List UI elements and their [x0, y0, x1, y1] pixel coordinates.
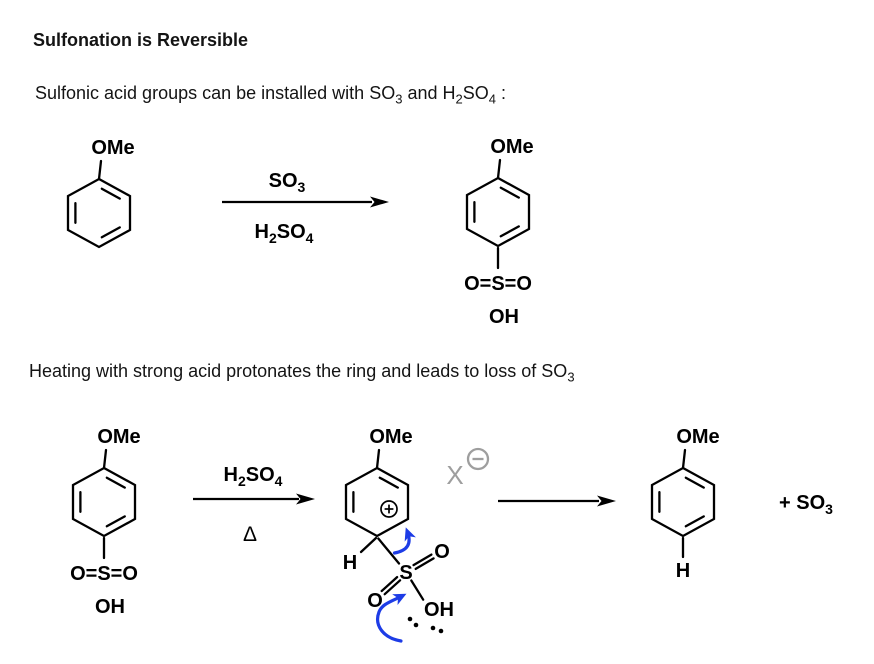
s-o-double-bond: [380, 575, 399, 593]
osso-label: O=S=O: [70, 563, 138, 585]
benzene-ring: [71, 466, 137, 538]
ome-bond: [496, 158, 502, 180]
so3-reagent-label: SO3: [269, 170, 306, 195]
black-linework: [66, 158, 716, 634]
heating-sentence: Heating with strong acid protonates the …: [29, 361, 575, 385]
ome-bond: [102, 448, 108, 470]
x-counterion-label: X: [446, 460, 463, 490]
molecule-anisole-reactant: [66, 159, 132, 249]
s-o-double-bond: [414, 557, 435, 571]
lone-pair-dot: [413, 622, 419, 628]
molecule-anisole-product: [650, 448, 716, 559]
double-bond-inner: [378, 476, 399, 489]
ome-bond: [681, 448, 687, 470]
title-text: Sulfonation is Reversible: [33, 30, 249, 50]
molecule-sulfonic-acid-reactant: [71, 448, 137, 560]
molecule-arenium-intermediate: [344, 448, 444, 634]
delta-heat-label: Δ: [243, 523, 257, 546]
oh-label: OH: [489, 306, 519, 328]
mechanism-arrows: [376, 527, 416, 643]
molecule-sulfonic-acid-product: [465, 158, 531, 270]
h-label: H: [343, 552, 357, 574]
oh-label: OH: [95, 596, 125, 618]
arrowhead: [370, 196, 389, 208]
intro-sentence: Sulfonic acid groups can be installed wi…: [35, 83, 506, 107]
lone-pair-dots: [407, 616, 444, 634]
c-h-bond: [359, 536, 378, 554]
s-o-double-bond: [383, 579, 402, 596]
h2so4-reagent-label: H2SO4: [255, 221, 314, 246]
s-oh-bond: [410, 579, 425, 601]
o-label: O: [367, 590, 383, 612]
double-bond-inner: [100, 226, 121, 239]
curved-arrow-cs-to-ring: [392, 527, 416, 555]
lone-pair-dot: [407, 616, 413, 622]
ome-bond: [97, 159, 103, 181]
h2so4-reagent-label: H2SO4: [224, 464, 283, 489]
s-o-double-bond: [412, 553, 433, 567]
s-label: S: [399, 562, 412, 584]
h-label: H: [676, 560, 690, 582]
counter-ion: X: [446, 447, 490, 490]
arrowhead: [597, 495, 616, 507]
plus-charge-icon: [380, 500, 398, 518]
benzene-ring: [650, 466, 716, 538]
charge-circle: [380, 500, 398, 518]
reaction1-arrow: [222, 196, 389, 208]
ome-label: OMe: [369, 426, 412, 448]
double-bond-inner: [684, 476, 705, 489]
ome-bond: [375, 448, 381, 470]
oh-label: OH: [424, 599, 454, 621]
ome-label: OMe: [91, 137, 134, 159]
ome-label: OMe: [97, 426, 140, 448]
reaction2-arrow: [193, 493, 315, 505]
reaction3-arrow: [498, 495, 616, 507]
benzene-ring: [465, 176, 531, 248]
c-s-bond: [377, 537, 401, 565]
lone-pair-dot: [430, 625, 436, 631]
double-bond-inner: [105, 515, 126, 528]
lone-pair-dot: [438, 628, 444, 634]
o-label: O: [434, 541, 450, 563]
ome-label: OMe: [490, 136, 533, 158]
double-bond-inner: [684, 515, 705, 528]
arrowhead: [296, 493, 315, 505]
curved-arrow-lonepair-to-s: [376, 593, 407, 643]
double-bond-inner: [499, 186, 520, 199]
osso-label: O=S=O: [464, 273, 532, 295]
plus-so3-label: + SO3: [779, 492, 833, 517]
double-bond-inner: [499, 225, 520, 238]
page-title: Sulfonation is Reversible: [33, 30, 248, 51]
double-bond-inner: [100, 187, 121, 200]
ome-label: OMe: [676, 426, 719, 448]
chem-labels: OMe OMe OMe OMe OMe SO3 H2SO4 H2SO4 Δ O=…: [70, 136, 833, 621]
double-bond-inner: [105, 476, 126, 489]
cyclohexadienyl-ring: [344, 466, 410, 538]
minus-charge-circle: [466, 447, 490, 471]
benzene-ring: [66, 177, 132, 249]
